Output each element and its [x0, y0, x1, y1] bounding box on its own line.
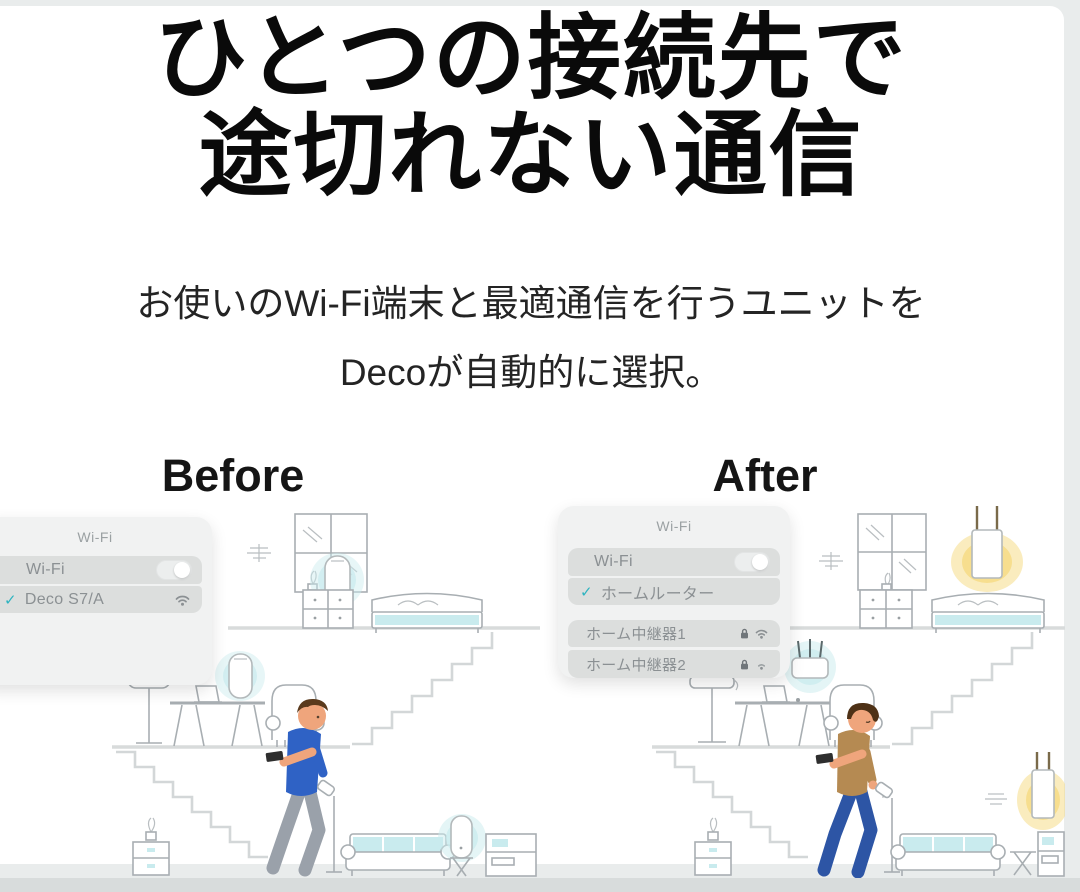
hair: [297, 698, 328, 713]
lock-icon: [741, 659, 748, 669]
phone: [265, 750, 284, 762]
wifi-toggle-row[interactable]: Wi-Fi: [0, 556, 202, 584]
network-row-selected[interactable]: ✓ ホームルーター: [568, 578, 780, 605]
wall-art: [819, 552, 843, 570]
dresser: [302, 589, 354, 629]
panel-title: Wi-Fi: [77, 529, 113, 545]
upper-stairs: [352, 632, 494, 746]
after-wifi-panel: Wi-Fi Wi-Fi ✓ ホームルーター ホーム中継器1: [558, 506, 790, 678]
repeater-living: [1017, 752, 1065, 830]
wall-art: [247, 544, 271, 562]
headline-line1: ひとつの接続先で: [154, 6, 908, 110]
nightstand: [694, 817, 732, 876]
sofa: [340, 833, 456, 876]
wifi-signal-weak-icon: [758, 663, 765, 670]
network-row-other[interactable]: ホーム中継器2: [568, 650, 780, 678]
wifi-signal-icon: [755, 629, 768, 639]
upper-stairs: [892, 632, 1034, 746]
deco-unit-desk: [215, 651, 265, 701]
panel-title: Wi-Fi: [656, 518, 692, 534]
bed: [931, 592, 1045, 633]
laptop: [762, 685, 800, 703]
subtitle-line1: お使いのWi-Fi端末と最適通信を行うユニットを: [136, 283, 926, 324]
laptop: [194, 685, 222, 703]
network-name: Deco S7/A: [24, 590, 105, 608]
network-name: ホーム中継器2: [586, 656, 686, 674]
check-icon: ✓: [580, 583, 593, 601]
network-name: ホームルーター: [600, 585, 715, 603]
hair: [847, 702, 879, 722]
desk: [170, 701, 265, 747]
wifi-signal-icon: [175, 595, 190, 606]
reading-lamp: [316, 779, 342, 873]
bedroom: [247, 513, 483, 633]
dresser: [859, 589, 913, 629]
phone: [815, 752, 834, 764]
wifi-toggle-row[interactable]: Wi-Fi: [568, 548, 780, 576]
living-floor: [694, 752, 1065, 877]
wall-art: [985, 793, 1007, 805]
floor-baseline: [0, 878, 1080, 892]
bedroom: [819, 506, 1045, 633]
network-row-other[interactable]: ホーム中継器1: [568, 620, 780, 647]
person-before: [265, 698, 328, 877]
bed: [371, 592, 483, 633]
subtitle-line2: Decoが自動的に選択。: [339, 351, 723, 393]
lower-stairs: [116, 750, 268, 859]
content-card: [0, 6, 1064, 864]
headline-line2: 途切れない通信: [198, 102, 864, 207]
console-table: [485, 833, 537, 877]
wifi-toggle-label: Wi-Fi: [594, 553, 633, 570]
network-name: ホーム中継器1: [586, 626, 686, 643]
toggle-knob: [174, 562, 190, 578]
before-wifi-panel: Wi-Fi Wi-Fi ✓ Deco S7/A: [0, 517, 212, 685]
before-scene-illustration: [112, 513, 540, 877]
nightstand: [132, 817, 170, 876]
desk: [735, 701, 832, 747]
headline: ひとつの接続先で 途切れない通信: [0, 10, 1062, 203]
lower-stairs: [656, 750, 808, 859]
check-icon: ✓: [4, 591, 17, 609]
deco-unit-living: [438, 814, 486, 877]
reading-lamp: [874, 781, 900, 873]
stool: [1010, 851, 1036, 876]
after-scene-illustration: [652, 506, 1065, 878]
repeater-bedroom: [951, 506, 1023, 592]
network-row-selected[interactable]: ✓ Deco S7/A: [0, 586, 202, 613]
window: [857, 513, 927, 591]
console-table: [1037, 831, 1065, 877]
person-after: [815, 702, 889, 878]
router-desk: [784, 639, 836, 693]
toggle-knob: [752, 554, 768, 570]
wifi-toggle-switch[interactable]: [156, 560, 192, 580]
sofa: [890, 833, 1006, 876]
subtitle: お使いのWi-Fi端末と最適通信を行うユニットを Decoが自動的に選択。: [0, 270, 1062, 408]
study-floor: [689, 639, 883, 747]
lock-icon: [741, 628, 748, 639]
before-label: Before: [161, 450, 305, 501]
wifi-toggle-switch[interactable]: [734, 552, 770, 572]
living-floor: [132, 814, 537, 877]
after-label: After: [712, 450, 818, 501]
wifi-toggle-label: Wi-Fi: [26, 561, 65, 578]
floor-lamp: [689, 675, 739, 743]
